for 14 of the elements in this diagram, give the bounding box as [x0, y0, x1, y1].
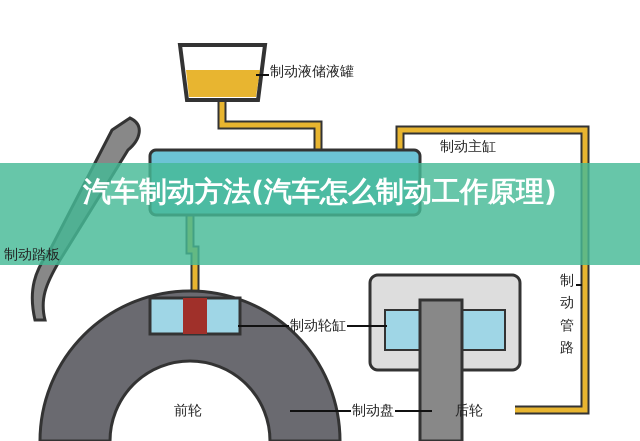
cylinder-label: 制动主缸 — [440, 140, 496, 156]
leader-line — [256, 74, 269, 76]
title: 汽车制动方法(汽车怎么制动工作原理) — [82, 174, 558, 210]
part-label: 制动轮缸 — [290, 319, 346, 334]
leader-line — [395, 410, 432, 412]
wheel-label: 后轮 — [455, 404, 483, 420]
part-label: 制动盘 — [352, 404, 394, 420]
leader-line — [347, 325, 387, 327]
part-label: 制动液储液罐 — [270, 65, 354, 80]
leader-line — [576, 284, 582, 286]
pedal-label: 制动踏板 — [4, 248, 60, 264]
leader-line — [238, 325, 289, 327]
part-label: 制动管路 — [560, 270, 575, 360]
wheel-label: 前轮 — [174, 404, 202, 420]
